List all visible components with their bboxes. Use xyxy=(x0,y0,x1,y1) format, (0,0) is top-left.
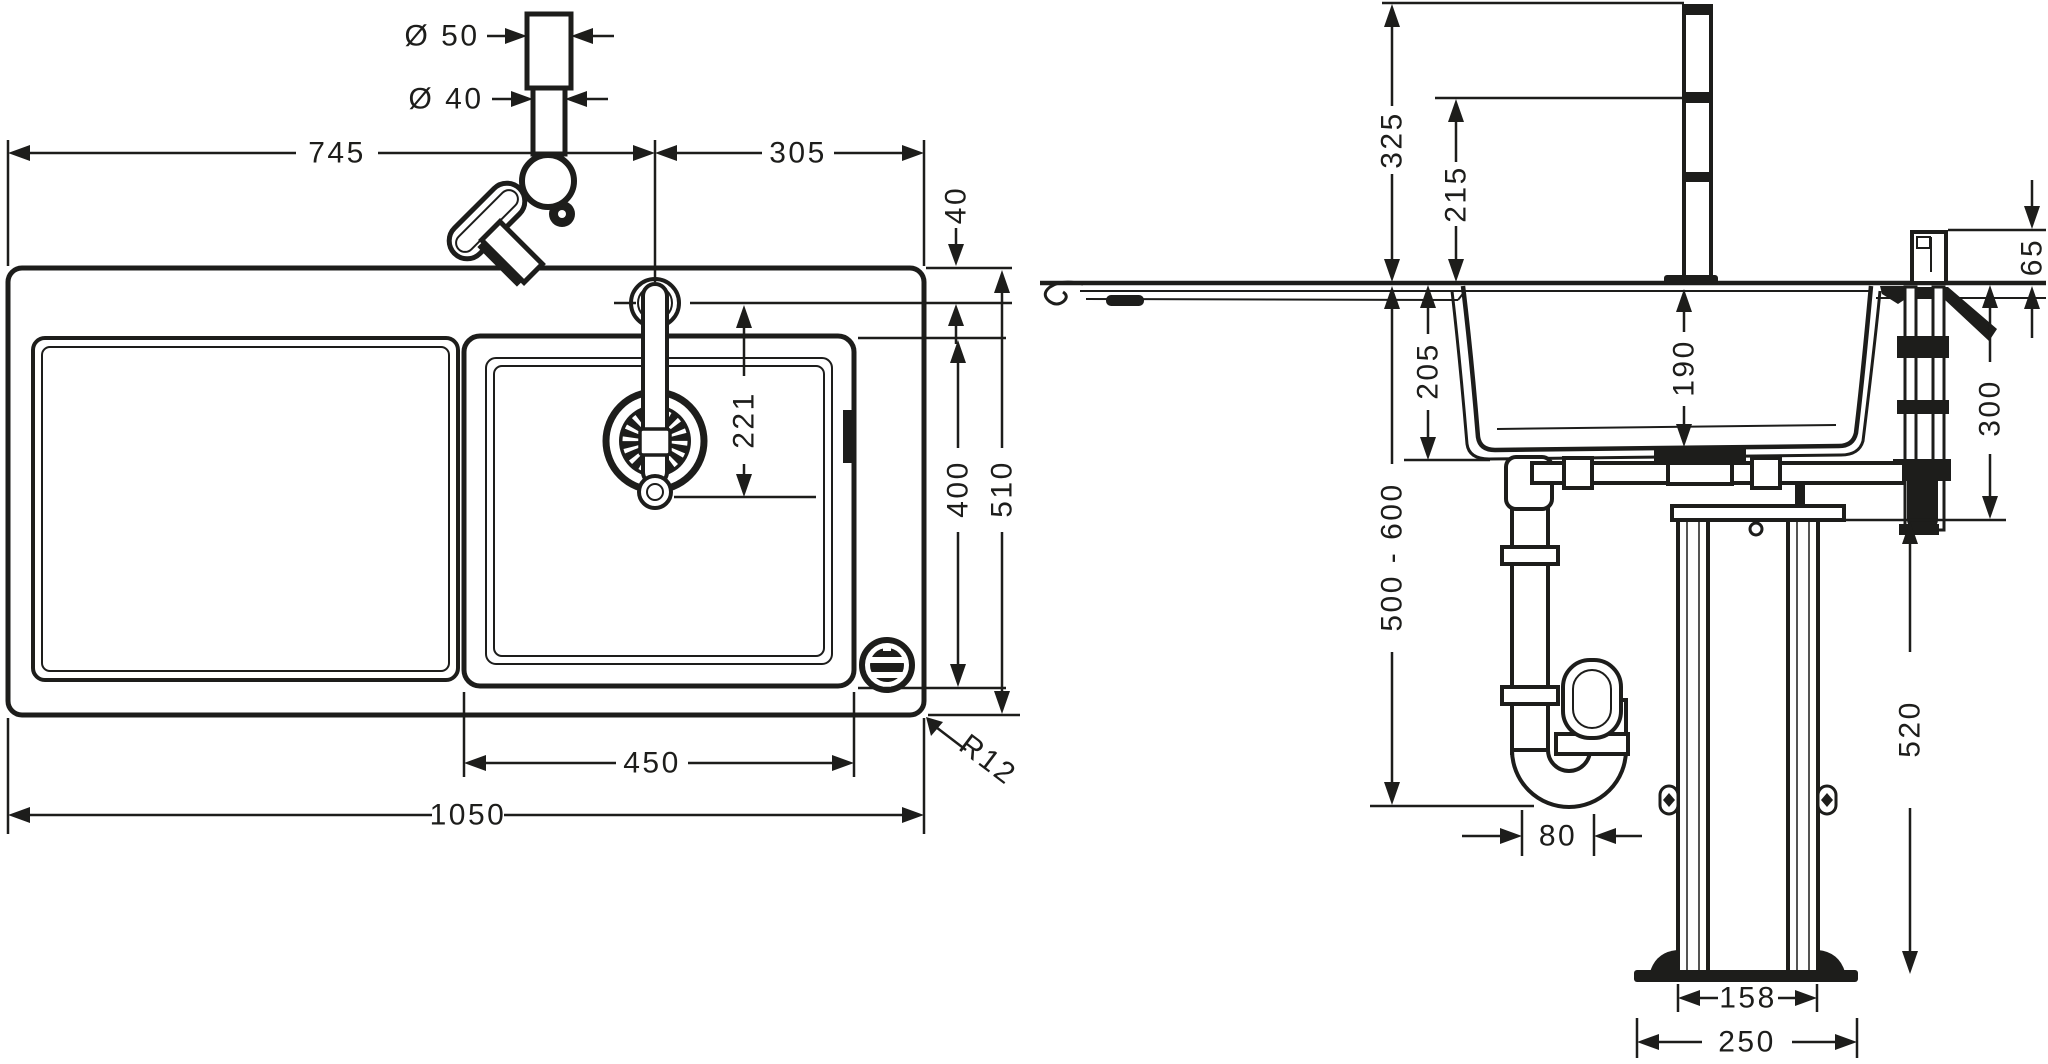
dim-520: 520 xyxy=(1894,700,1927,758)
dim-500-600: 500 - 600 xyxy=(1376,482,1409,631)
dim-215: 215 xyxy=(1440,165,1473,223)
dim-510: 510 xyxy=(986,460,1019,518)
dim-r12: R12 xyxy=(953,728,1023,792)
drainboard-clip xyxy=(1106,295,1144,306)
section-view: 325 215 205 190 500 - 600 65 300 520 80 … xyxy=(1040,1,2048,1059)
dim-745: 745 xyxy=(308,137,366,170)
pipe-dia50 xyxy=(524,11,574,91)
overflow-notch-bottom xyxy=(883,684,891,689)
frame-tab-hole-left xyxy=(1663,793,1675,807)
mounting-frame xyxy=(1634,504,1858,982)
dim-158: 158 xyxy=(1719,982,1777,1015)
bracket-elbow-cap xyxy=(1899,524,1939,535)
trap-u-bend xyxy=(1509,748,1629,809)
overflow-cap xyxy=(859,637,915,693)
lever-collar xyxy=(638,427,672,457)
drain-adapter xyxy=(1666,461,1734,486)
bowl-shell-inner xyxy=(1460,285,1874,453)
drainboard-section xyxy=(1043,280,1871,306)
plan-view: Ø 50 Ø 40 745 305 40 221 400 510 450 105… xyxy=(5,11,1023,834)
drain-pipework-plan xyxy=(446,11,577,287)
section-labels: 325 215 205 190 500 - 600 65 300 520 80 … xyxy=(1376,111,2048,1058)
side-connection-unit xyxy=(1893,230,1997,535)
faucet-top-cap xyxy=(1684,6,1711,15)
overflow-inlet-inner xyxy=(1572,669,1612,729)
faucet-plan xyxy=(629,277,681,510)
frame-base-plate xyxy=(1634,970,1858,982)
frame-rail-left xyxy=(1676,518,1710,974)
dim-300: 300 xyxy=(1974,379,2007,437)
pipe-union-1 xyxy=(1562,456,1594,490)
dim-190: 190 xyxy=(1668,339,1701,397)
trap-downpipe xyxy=(1510,503,1550,755)
faucet-column xyxy=(1682,4,1713,285)
dim-40: 40 xyxy=(940,186,973,224)
sink-body-outline xyxy=(5,265,927,718)
drain-knob xyxy=(637,474,673,510)
section-dimensions xyxy=(1370,1,2046,1058)
bracket-clamp-1 xyxy=(1897,336,1949,358)
bowl-edge-marker xyxy=(843,410,852,463)
dim-305: 305 xyxy=(769,137,827,170)
drainboard-inner-line xyxy=(41,346,450,672)
pipe-dia40 xyxy=(530,85,568,157)
frame-hole xyxy=(1748,521,1764,537)
dim-250: 250 xyxy=(1718,1026,1776,1059)
dim-65: 65 xyxy=(2016,238,2048,276)
faucet-base xyxy=(1664,275,1718,284)
dim-dia50: Ø 50 xyxy=(404,20,479,53)
dim-221: 221 xyxy=(728,391,761,449)
frame-rail-right xyxy=(1786,518,1820,974)
dim-450: 450 xyxy=(623,747,681,780)
dim-325: 325 xyxy=(1376,111,1409,169)
strainer-perforations xyxy=(622,408,688,474)
dim-80: 80 xyxy=(1539,820,1577,853)
overflow-slot-1 xyxy=(870,657,904,663)
dim-400: 400 xyxy=(942,460,975,518)
connector-collar xyxy=(477,218,546,287)
overflow-inlet-bulb xyxy=(1561,658,1623,740)
dim-dia40: Ø 40 xyxy=(408,83,483,116)
dim-205: 205 xyxy=(1412,342,1445,400)
bracket-elbow xyxy=(1893,459,1951,528)
waste-trap xyxy=(1500,449,1906,809)
overflow-notch-top xyxy=(883,646,891,651)
elbow-ring xyxy=(519,152,577,210)
pipe-frame-bolt xyxy=(1795,482,1805,508)
overflow-slot-2 xyxy=(870,672,904,678)
drain-knob-inner xyxy=(646,483,664,501)
frame-foot-left xyxy=(1650,950,1677,972)
bowl-bottom-line xyxy=(1496,424,1837,430)
drainboard-outline xyxy=(31,336,460,682)
drain-flange xyxy=(1654,449,1746,463)
faucet-section xyxy=(1664,4,1718,285)
frame-foot-right xyxy=(1818,950,1845,972)
bracket-clamp-2 xyxy=(1897,400,1949,414)
faucet-band-lower xyxy=(1684,172,1711,182)
pipe-collar-2 xyxy=(1500,685,1560,706)
drainboard-tip-curl xyxy=(1043,280,1084,306)
pipe-collar-1 xyxy=(1500,545,1560,566)
plan-dimensions xyxy=(6,28,1020,834)
pipe-union-2 xyxy=(1750,456,1782,490)
dim-1050: 1050 xyxy=(430,799,507,832)
frame-tab-hole-right xyxy=(1821,793,1833,807)
frame-top-plate xyxy=(1670,504,1846,522)
bowl-shell-outer xyxy=(1450,290,1882,461)
faucet-band-upper xyxy=(1684,92,1711,103)
